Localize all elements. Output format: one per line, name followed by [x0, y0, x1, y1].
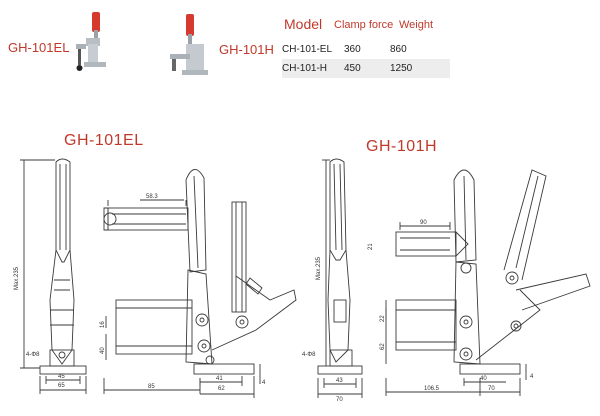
spec-header-weight: Weight [399, 19, 434, 31]
dim-70a: 70 [336, 397, 343, 403]
dim-hole-right: 4-Φ8 [302, 352, 316, 358]
dim-handle-right: 90 [420, 220, 427, 226]
dim-height-right: Max.235 [316, 256, 322, 280]
dim-hole-left: 4-Φ8 [26, 352, 40, 358]
dim-handle-left: 58.3 [146, 194, 158, 200]
cell-weight: 860 [390, 44, 407, 55]
product-photo-el [76, 12, 106, 71]
dim-45: 45 [58, 374, 65, 380]
dim-43: 43 [336, 378, 343, 384]
dim-62: 62 [218, 386, 225, 392]
cell-model: CH-101-EL [282, 44, 333, 55]
product-label-h: GH-101H [219, 42, 274, 57]
dim-62-right: 62 [380, 343, 386, 350]
dim-40-left: 40 [100, 347, 106, 354]
dim-22: 22 [380, 315, 386, 322]
dim-41: 41 [216, 376, 223, 382]
dim-40-right: 40 [480, 376, 487, 382]
product-photo-h [170, 14, 208, 75]
dim-16: 16 [100, 321, 106, 328]
dim-21: 21 [368, 243, 374, 250]
dim-4-left: 4 [262, 380, 266, 386]
dim-65: 65 [58, 383, 65, 389]
cell-weight: 1250 [390, 59, 450, 78]
drawing-title-left: GH-101EL [64, 132, 144, 149]
dim-70b: 70 [488, 386, 495, 392]
dim-85: 85 [148, 384, 155, 390]
dim-height-left: Max.235 [14, 266, 20, 290]
dim-4-right: 4 [530, 374, 534, 380]
table-row: CH-101-EL 360 860 [282, 40, 450, 59]
cell-force: 450 [344, 59, 390, 78]
spec-header-force: Clamp force [334, 19, 394, 31]
drawing-left: Max.235 58.3 4-Φ8 45 65 85 41 62 4 16 40 [14, 158, 297, 398]
drawing-right: Max.235 90 4-Φ8 43 70 106.5 40 70 4 22 6… [302, 158, 591, 403]
cell-model: CH-101-H [282, 59, 344, 78]
dim-106: 106.5 [424, 386, 440, 392]
drawing-title-right: GH-101H [366, 138, 438, 155]
spec-table: CH-101-EL 360 860 CH-101-H 450 1250 [282, 40, 450, 78]
product-label-el: GH-101EL [8, 40, 70, 55]
cell-force: 360 [344, 44, 361, 55]
spec-title: Model [284, 16, 323, 32]
table-row: CH-101-H 450 1250 [282, 59, 450, 78]
